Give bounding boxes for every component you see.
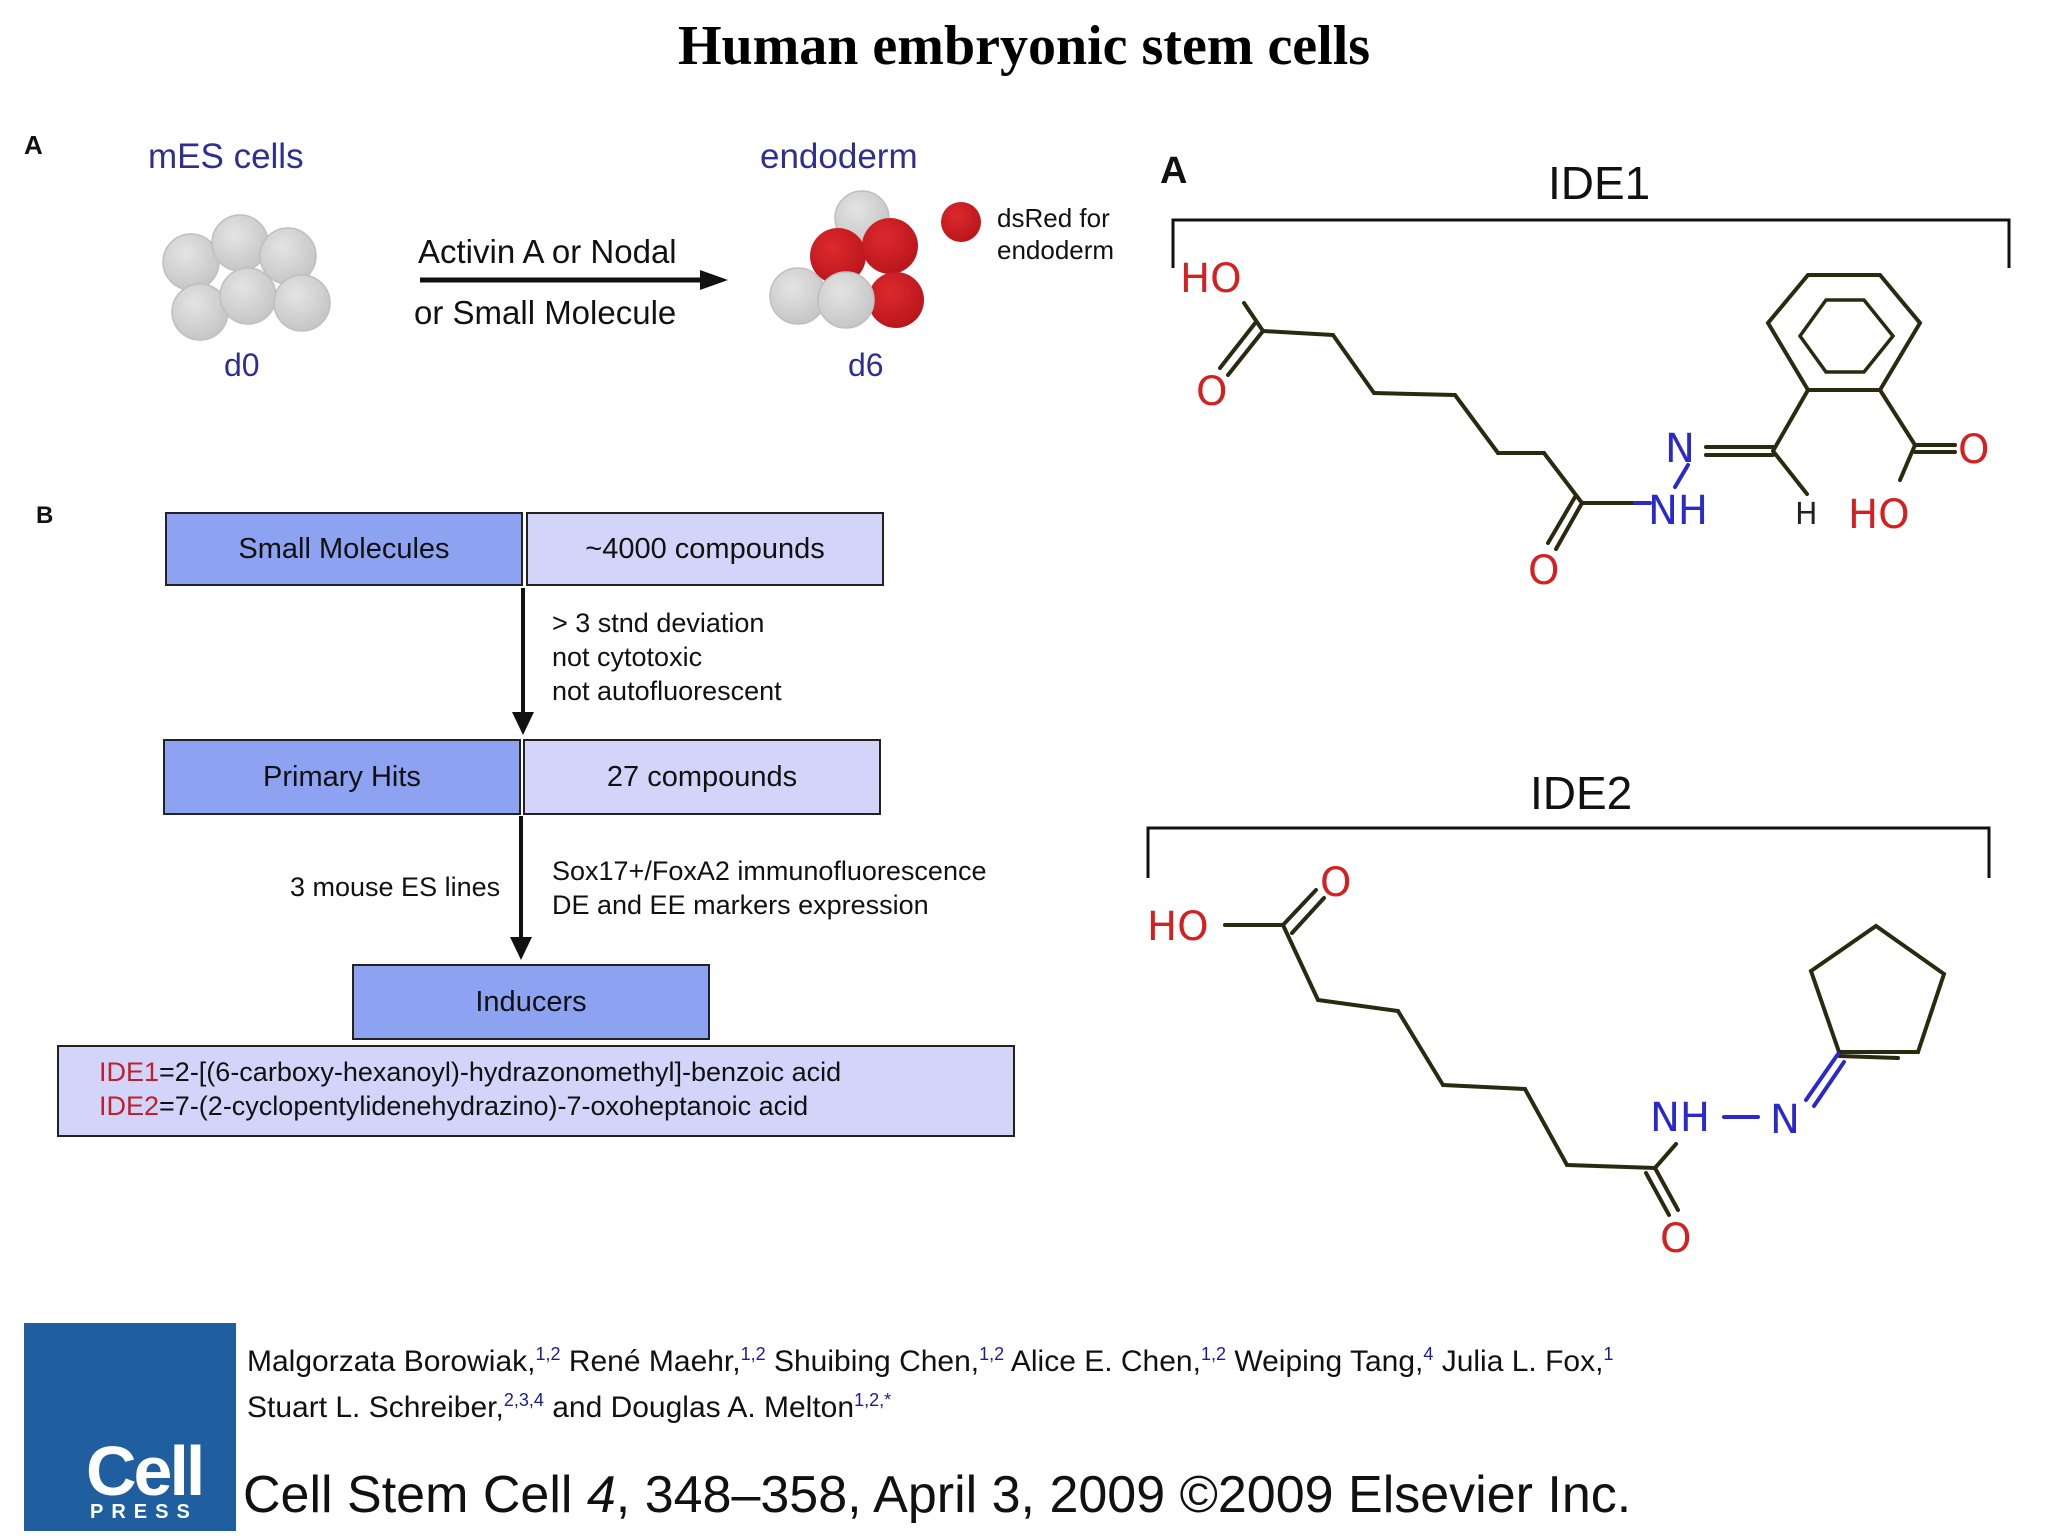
panel-b-letter: B	[36, 502, 54, 529]
inducers-text: Inducers	[475, 985, 587, 1018]
compounds-27-box: 27 compounds	[523, 739, 881, 815]
citation-journal: Cell Stem Cell	[243, 1466, 587, 1524]
red-cell	[862, 218, 918, 274]
d0-label: d0	[224, 347, 260, 383]
panel-right-a-letter: A	[1160, 150, 1188, 192]
endoderm-label: endoderm	[760, 137, 918, 176]
ide1-bracket	[1171, 218, 2011, 268]
cell-press-logo: Cell PRESS	[24, 1323, 236, 1531]
dsred-line2: endoderm	[997, 235, 1115, 265]
ide1-ho-top: HO	[1180, 256, 1242, 302]
flow-arrows	[510, 588, 534, 960]
author-line-1: Malgorzata Borowiak,1,2 René Maehr,1,2 S…	[247, 1335, 1613, 1381]
endoderm-cell-cluster	[769, 190, 981, 329]
logo-cell-text: Cell	[86, 1432, 205, 1510]
ide2-skeleton	[1223, 888, 1947, 1217]
author-affiliation: 4	[1423, 1344, 1434, 1364]
ide1-name: IDE1	[99, 1057, 160, 1087]
ide2-nitrogen-bonds	[1722, 1052, 1846, 1119]
author-name: Weiping Tang,	[1225, 1345, 1424, 1378]
criteria-not-autofluorescent: not autofluorescent	[552, 676, 782, 706]
inducers-box: Inducers	[352, 964, 710, 1040]
ide1-h-label: H	[1795, 497, 1818, 532]
ide2-bracket	[1146, 826, 1991, 878]
ide2-definition: IDE2=7-(2-cyclopentylidenehydrazino)-7-o…	[99, 1089, 1013, 1123]
author-name: René Maehr,	[560, 1345, 741, 1378]
ide2-o-top: O	[1320, 860, 1351, 906]
flow-arrow-1	[512, 588, 534, 735]
author-affiliation: 1,2	[535, 1344, 561, 1364]
ide1-definition: IDE1=2-[(6-carboxy-hexanoyl)-hydrazonome…	[99, 1055, 1013, 1089]
screening-criteria: > 3 stnd deviation not cytotoxic not aut…	[552, 606, 782, 708]
mes-cells-label: mES cells	[148, 137, 304, 176]
grey-cell	[817, 271, 875, 329]
differentiation-arrow	[420, 270, 728, 290]
citation-volume: 4	[586, 1466, 616, 1524]
ide1-description: =2-[(6-carboxy-hexanoyl)-hydrazonomethyl…	[159, 1057, 842, 1087]
author-line-2: Stuart L. Schreiber,2,3,4 and Douglas A.…	[247, 1381, 1613, 1427]
author-affiliation: 1,2	[740, 1344, 766, 1364]
d6-label: d6	[848, 347, 884, 383]
dsred-label: dsRed for endoderm	[997, 202, 1114, 266]
author-name: Shuibing Chen,	[765, 1345, 980, 1378]
compounds-4000-box: ~4000 compounds	[526, 512, 884, 586]
small-molecules-text: Small Molecules	[238, 532, 450, 565]
flow-arrow-2	[510, 816, 532, 960]
grey-cell	[273, 274, 331, 332]
small-molecules-box: Small Molecules	[165, 512, 523, 586]
red-cell	[868, 272, 924, 328]
author-name: Stuart L. Schreiber,	[247, 1391, 504, 1424]
molecule-structures: HO O O N NH H O HO HO O O NH N	[1146, 218, 2011, 1262]
red-cell-legend	[941, 202, 981, 242]
ide1-n-label: N	[1665, 426, 1695, 472]
page-title: Human embryonic stem cells	[677, 15, 1371, 77]
author-name: Alice E. Chen,	[1004, 1345, 1201, 1378]
ide1-nitrogen-bonds	[1633, 463, 1690, 505]
author-affiliation: 1,2,*	[854, 1390, 892, 1410]
ide2-n-label: N	[1770, 1097, 1800, 1143]
red-cell	[810, 228, 866, 284]
panel-a-letter: A	[24, 130, 43, 160]
compounds-4000-text: ~4000 compounds	[585, 532, 825, 565]
ide1-o-right: O	[1958, 427, 1989, 473]
validation-immunofluorescence: Sox17+/FoxA2 immunofluorescence	[552, 856, 987, 886]
mes-cell-cluster	[162, 214, 331, 341]
ide1-skeleton	[1218, 273, 1957, 551]
author-affiliation: 2,3,4	[503, 1390, 544, 1410]
ide2-name: IDE2	[99, 1091, 160, 1121]
ide1-o-left: O	[1196, 369, 1227, 415]
validation-markers: DE and EE markers expression	[552, 890, 929, 920]
validation-criteria: Sox17+/FoxA2 immunofluorescence DE and E…	[552, 854, 986, 922]
ide2-nh-label: NH	[1650, 1095, 1710, 1141]
author-name: Julia L. Fox,	[1433, 1345, 1604, 1378]
author-affiliation: 1,2	[979, 1344, 1005, 1364]
cell-diagram	[162, 190, 981, 341]
ide2-ho-label: HO	[1147, 904, 1209, 950]
criteria-stnd-deviation: > 3 stnd deviation	[552, 608, 765, 638]
compounds-27-text: 27 compounds	[606, 760, 798, 793]
ide1-structure-label: IDE1	[1548, 157, 1651, 209]
ide2-structure-label: IDE2	[1530, 767, 1633, 819]
ide2-o-bottom: O	[1660, 1216, 1691, 1262]
author-list: Malgorzata Borowiak,1,2 René Maehr,1,2 S…	[247, 1335, 1613, 1427]
logo-press-text: PRESS	[90, 1501, 198, 1523]
citation: Cell Stem Cell 4, 348–358, April 3, 2009…	[243, 1465, 1631, 1525]
ide2-description: =7-(2-cyclopentylidenehydrazino)-7-oxohe…	[159, 1091, 809, 1121]
primary-hits-box: Primary Hits	[163, 739, 521, 815]
citation-details: , 348–358, April 3, 2009 ©2009 Elsevier …	[615, 1466, 1632, 1524]
dsred-line1: dsRed for	[997, 203, 1110, 233]
ide1-o-bottom: O	[1528, 548, 1559, 594]
primary-hits-text: Primary Hits	[263, 760, 421, 793]
ide1-ho-bottom: HO	[1848, 492, 1910, 538]
criteria-not-cytotoxic: not cytotoxic	[552, 642, 703, 672]
author-affiliation: 1,2	[1200, 1344, 1226, 1364]
author-name: and Douglas A. Melton	[543, 1391, 855, 1424]
arrow-label-small-molecule: or Small Molecule	[414, 294, 677, 331]
author-affiliation: 1	[1603, 1344, 1614, 1364]
author-name: Malgorzata Borowiak,	[247, 1345, 536, 1378]
mouse-es-lines-label: 3 mouse ES lines	[290, 872, 501, 902]
ide1-nh-label: NH	[1648, 488, 1708, 534]
arrow-label-activin: Activin A or Nodal	[418, 233, 677, 270]
inducer-definitions-box: IDE1=2-[(6-carboxy-hexanoyl)-hydrazonome…	[57, 1045, 1015, 1137]
